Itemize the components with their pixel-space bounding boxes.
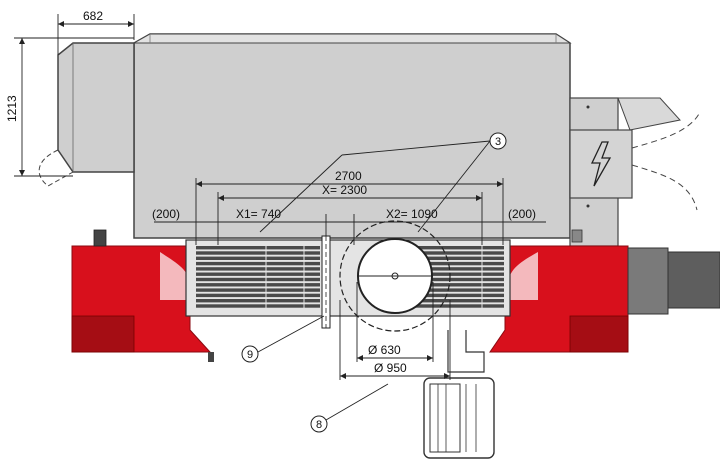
dim-overall: 2700 — [335, 169, 362, 183]
main-housing — [132, 33, 572, 239]
louvers — [196, 246, 504, 310]
base-frame — [71, 229, 629, 362]
motor-unit — [627, 247, 720, 315]
dim-x-total: X= 2300 — [322, 183, 367, 197]
intake-hood — [38, 42, 135, 187]
dimension-arrows — [19, 21, 503, 379]
dim-diameter-outer: Ø 950 — [374, 361, 407, 375]
dimension-lines — [14, 14, 546, 380]
callout-8: 8 — [310, 415, 328, 433]
dim-diameter-inner: Ø 630 — [368, 343, 401, 357]
louver-left — [196, 304, 320, 308]
louver-left — [196, 267, 320, 271]
fan-assembly — [339, 220, 451, 332]
louver-left — [196, 288, 320, 292]
louver-left — [196, 246, 320, 250]
louver-right — [416, 288, 504, 292]
louver-left — [196, 272, 320, 276]
callout-9: 9 — [241, 345, 259, 363]
louver-left — [196, 261, 320, 266]
louver-left — [196, 293, 320, 298]
svg-text:8: 8 — [316, 419, 322, 431]
louver-right — [416, 272, 504, 276]
dim-clearance-left: (200) — [152, 207, 180, 221]
dim-x1: X1= 740 — [236, 207, 281, 221]
svg-text:3: 3 — [495, 136, 501, 148]
louver-right — [416, 251, 504, 255]
burner-unit — [423, 330, 495, 459]
louver-right — [416, 299, 504, 303]
dim-clearance-right: (200) — [508, 207, 536, 221]
louver-right — [416, 277, 504, 282]
dim-top-width: 682 — [83, 9, 103, 23]
lightning-bolt-icon — [590, 141, 612, 187]
louver-right — [416, 293, 504, 298]
leader-lines — [257, 140, 491, 421]
dim-side-height: 1213 — [5, 95, 19, 122]
callout-3: 3 — [489, 132, 507, 150]
louver-right — [416, 261, 504, 266]
louver-left — [196, 277, 320, 282]
louver-right — [416, 267, 504, 271]
electrical-box — [569, 97, 701, 247]
svg-text:9: 9 — [247, 349, 253, 361]
grille-panel — [185, 239, 511, 317]
louver-left — [196, 256, 320, 260]
louver-right — [416, 256, 504, 260]
louver-left — [196, 299, 320, 303]
louver-right — [416, 283, 504, 287]
louver-left — [196, 251, 320, 255]
support-post — [321, 235, 331, 329]
louver-right — [416, 246, 504, 250]
dim-x2: X2= 1090 — [386, 207, 438, 221]
louver-right — [416, 304, 504, 308]
louver-left — [196, 283, 320, 287]
